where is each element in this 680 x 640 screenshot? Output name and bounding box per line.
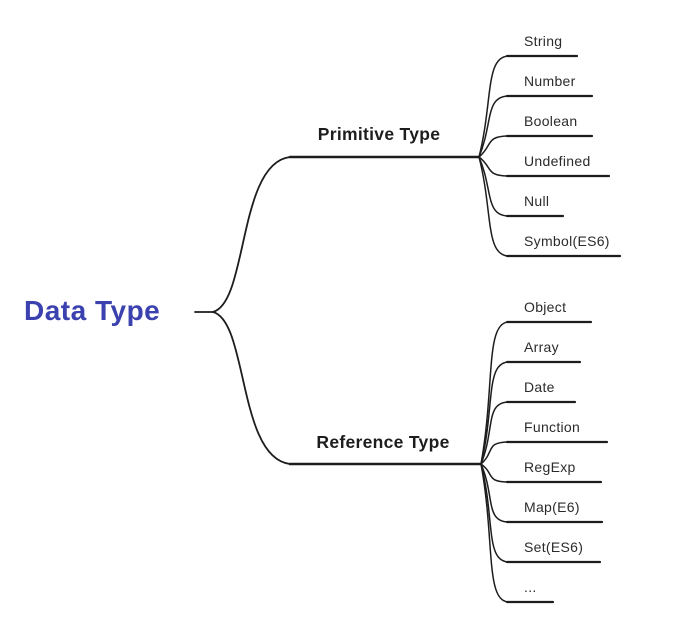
leaf-curve-boolean [478,135,510,158]
leaf-curve-regexp [480,463,510,483]
leaf-curve-object [480,321,510,465]
leaf-node-string: String [524,33,563,49]
leaf-node-null: Null [524,193,550,209]
leaf-node-symbol-es6: Symbol(ES6) [524,233,610,249]
leaf-curve-null [478,156,510,217]
leaf-node-function: Function [524,419,581,435]
leaf-node-regexp: RegExp [524,459,576,475]
leaf-curve-array [480,361,510,465]
branch-node-reference-type: Reference Type [316,432,450,452]
leaf-node-object: Object [524,299,567,315]
leaf-curve-date [480,401,510,465]
leaf-node-undefined: Undefined [524,153,591,169]
leaf-node-map-e6: Map(E6) [524,499,580,515]
leaf-curve-number [478,95,510,158]
leaf-curve-map-e6 [480,463,510,523]
leaf-curve-symbol-es6 [478,156,510,257]
leaf-curve-set-es6 [480,463,510,563]
leaf-curve-function [480,441,510,465]
branch-curve-primitive-type [212,156,291,313]
leaf-node-boolean: Boolean [524,113,578,129]
root-node-data-type: Data Type [24,295,161,326]
leaf-node-array: Array [524,339,559,355]
leaf-curve-undefined [478,156,510,177]
leaf-node-set-es6: Set(ES6) [524,539,584,555]
branch-node-primitive-type: Primitive Type [317,124,441,144]
leaf-node-number: Number [524,73,576,89]
branch-curve-reference-type [212,311,291,465]
leaf-node-ellipsis: ... [524,579,537,595]
leaf-curve-string [478,55,510,158]
leaf-curve-ellipsis [480,463,510,603]
leaf-node-date: Date [524,379,555,395]
